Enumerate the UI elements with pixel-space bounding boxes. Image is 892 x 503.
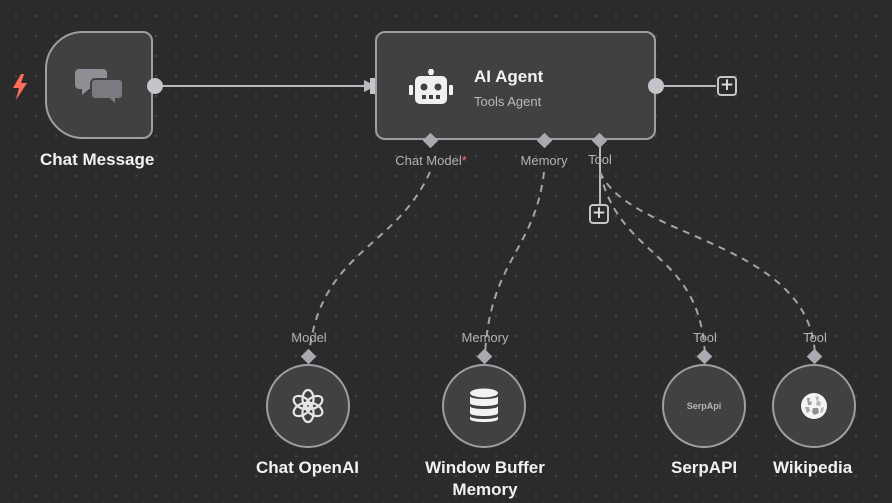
chat-openai-node[interactable] (266, 364, 350, 448)
edge-wikipedia-connection (599, 171, 816, 356)
serpapi-node[interactable]: SerpApi (662, 364, 746, 448)
window-buffer-memory-node[interactable] (442, 364, 526, 448)
ai-agent-title: AI Agent (474, 67, 544, 86)
agent-output-handle[interactable] (648, 78, 664, 94)
trigger-bolt-icon (13, 74, 27, 100)
memory-sub-port-handle[interactable] (476, 348, 493, 365)
wikipedia-globe-icon (801, 393, 827, 419)
model-sub-port-handle[interactable] (300, 348, 317, 365)
wikipedia-tool-port-label: Tool (803, 330, 827, 345)
database-icon (470, 388, 498, 422)
model-port-label: Model (291, 330, 327, 345)
add-tool-button[interactable]: + (589, 204, 609, 224)
wikipedia-node[interactable] (772, 364, 856, 448)
window-buffer-memory-label: Window Buffer Memory (421, 457, 549, 501)
edge-serpapi-connection (599, 171, 706, 356)
chat-message-label: Chat Message (40, 150, 155, 169)
memory-label-line2: Memory (452, 480, 518, 499)
ai-agent-subtitle: Tools Agent (474, 94, 542, 109)
openai-icon (292, 388, 324, 424)
memory-label-line1: Window Buffer (425, 458, 545, 477)
robot-icon (409, 69, 453, 104)
edge-memory-connection (484, 171, 545, 356)
wikipedia-sub-port-handle[interactable] (806, 348, 823, 365)
edge-model-connection (308, 171, 431, 356)
serpapi-logo: SerpApi (686, 401, 722, 411)
chat-model-port-label: Chat Model* (395, 153, 467, 168)
memory-port-label: Memory (520, 153, 568, 168)
trigger-output-handle[interactable] (147, 78, 163, 94)
required-marker: * (461, 153, 467, 168)
chat-openai-label: Chat OpenAI (256, 458, 359, 477)
chat-bubbles-icon (75, 69, 123, 105)
memory-sub-port-label: Memory (461, 330, 509, 345)
agent-output-add-button[interactable]: + (717, 76, 737, 96)
chat-message-node[interactable] (45, 31, 153, 139)
wikipedia-label: Wikipedia (773, 458, 853, 477)
serpapi-tool-port-label: Tool (693, 330, 717, 345)
tool-port-label: Tool (588, 152, 612, 167)
serpapi-label: SerpAPI (671, 458, 738, 477)
ai-agent-node[interactable]: AI Agent Tools Agent (375, 31, 656, 140)
serpapi-sub-port-handle[interactable] (696, 348, 713, 365)
chat-model-port-text: Chat Model (395, 153, 462, 168)
